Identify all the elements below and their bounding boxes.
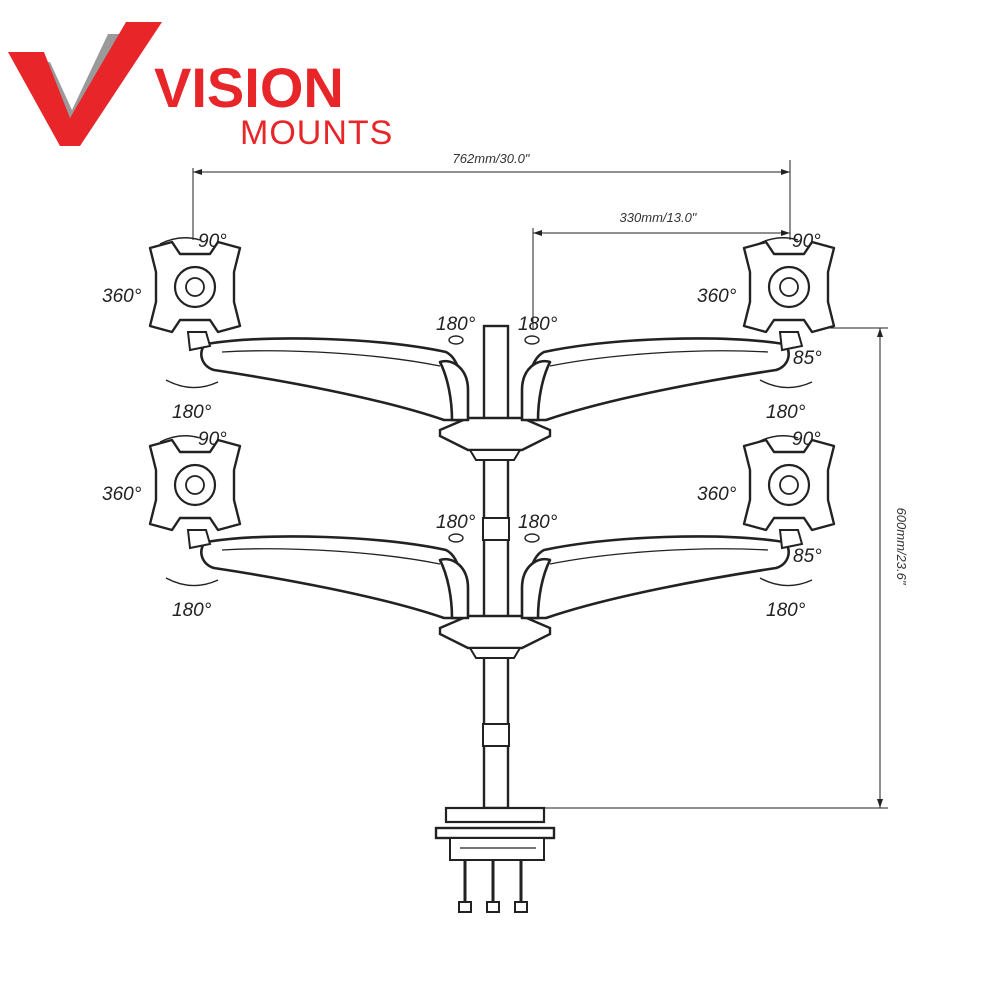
top-right-tilt-arrow-icon (757, 237, 799, 245)
bottom-right-tilt-arrow-icon (757, 435, 799, 443)
bottom-left-swivel-arrow-icon (165, 577, 219, 587)
top-right-swivel-label: 180° (766, 402, 806, 423)
bottom-left-vesa-plate (148, 438, 242, 550)
dimension-overall-width: 762mm/30.0" (192, 151, 791, 240)
bottom-left-swivel-label: 180° (172, 600, 212, 621)
bottom-right-tilt-label: 90° (792, 429, 821, 450)
clamp-bolt-left (458, 860, 472, 913)
top-left-pivot-arrow-icon (448, 335, 464, 345)
top-left-rotate-label: 360° (102, 286, 142, 307)
bottom-right-swivel-label: 180° (766, 600, 806, 621)
top-right-arm-tilt-label: 85° (793, 348, 822, 369)
dimension-pole-height: 600mm/23.6" (545, 327, 909, 809)
top-right-rotate-label: 360° (697, 286, 737, 307)
bottom-right-arm-tilt-label: 85° (793, 546, 822, 567)
clamp-bolt-right (514, 860, 528, 913)
top-right-tilt-label: 90° (792, 231, 821, 252)
clamp-bolt-center (486, 860, 500, 913)
dimension-arm-reach: 330mm/13.0" (532, 210, 790, 330)
arm-reach-label: 330mm/13.0" (620, 210, 698, 225)
top-left-swivel-label: 180° (172, 402, 212, 423)
top-left-vesa-plate (148, 240, 242, 352)
bottom-left-rotate-label: 360° (102, 484, 142, 505)
bottom-right-vesa-plate (742, 438, 836, 550)
top-left-tilt-arrow-icon (159, 237, 201, 245)
top-left-tilt-label: 90° (198, 231, 227, 252)
desk-clamp (434, 806, 556, 913)
bottom-right-pivot-arrow-icon (524, 533, 540, 543)
top-left-arm (200, 337, 470, 422)
brand-name: VISION (154, 56, 344, 119)
bottom-left-arm (200, 535, 470, 620)
logo-v-red-icon (8, 22, 162, 146)
top-right-pivot-label: 180° (518, 314, 558, 335)
top-left-pivot-label: 180° (436, 314, 476, 335)
bottom-right-rotate-label: 360° (697, 484, 737, 505)
top-hub (438, 416, 552, 461)
brand-logo: VISION MOUNTS (8, 22, 393, 152)
bottom-left-pivot-arrow-icon (448, 533, 464, 543)
center-pole (482, 324, 510, 810)
bottom-left-tilt-arrow-icon (159, 435, 201, 443)
bottom-right-swivel-arrow-icon (759, 577, 813, 587)
bottom-right-arm (520, 535, 790, 620)
overall-width-label: 762mm/30.0" (453, 151, 531, 166)
rotation-arrows (159, 237, 813, 587)
bottom-left-pivot-label: 180° (436, 512, 476, 533)
top-right-arm (520, 337, 790, 422)
brand-sub: MOUNTS (240, 114, 393, 152)
angle-labels: 90° 360° 180° 90° 360° 85° 180° 180° 180… (102, 231, 822, 621)
pole-height-label: 600mm/23.6" (894, 508, 909, 586)
bottom-hub (438, 614, 552, 659)
top-left-swivel-arrow-icon (165, 379, 219, 389)
top-right-vesa-plate (742, 240, 836, 352)
bottom-right-pivot-label: 180° (518, 512, 558, 533)
bottom-left-tilt-label: 90° (198, 429, 227, 450)
top-right-pivot-arrow-icon (524, 335, 540, 345)
top-right-swivel-arrow-icon (759, 379, 813, 389)
